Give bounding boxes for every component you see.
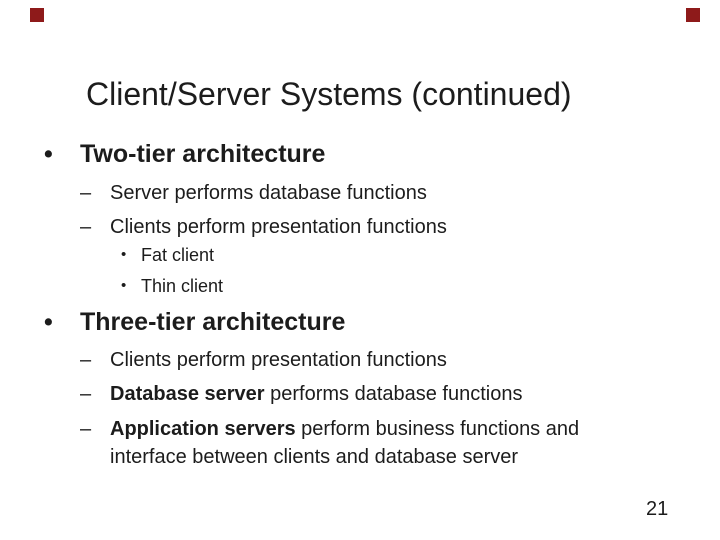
corner-accent-square-left xyxy=(30,8,44,22)
bullet-marker-icon: • xyxy=(121,246,127,263)
page-number: 21 xyxy=(646,498,669,520)
bullet-item-text: Fat client xyxy=(141,245,215,265)
slide-title: Client/Server Systems (continued) xyxy=(86,76,572,113)
bullet-item-text: Database server performs database functi… xyxy=(110,383,523,405)
bullet-item-text: Server performs database functions xyxy=(110,182,427,204)
bullet-item-text: Clients perform presentation functions xyxy=(110,216,447,238)
bullet-item-text: Three-tier architecture xyxy=(80,308,346,336)
dash-marker-icon: – xyxy=(80,383,92,405)
dash-marker-icon: – xyxy=(80,349,92,371)
dash-marker-icon: – xyxy=(80,216,92,238)
corner-accent-square-right xyxy=(686,8,700,22)
dash-marker-icon: – xyxy=(80,418,92,440)
bullet-item-text: Clients perform presentation functions xyxy=(110,349,447,371)
bullet-item-text: Application servers perform business fun… xyxy=(110,418,580,468)
bullet-item-text: Thin client xyxy=(141,276,224,296)
bullet-item-text: Two-tier architecture xyxy=(80,140,326,168)
bullet-marker-icon: • xyxy=(44,140,53,168)
bullet-marker-icon: • xyxy=(121,277,127,294)
bullet-marker-icon: • xyxy=(44,308,53,336)
dash-marker-icon: – xyxy=(80,182,92,204)
